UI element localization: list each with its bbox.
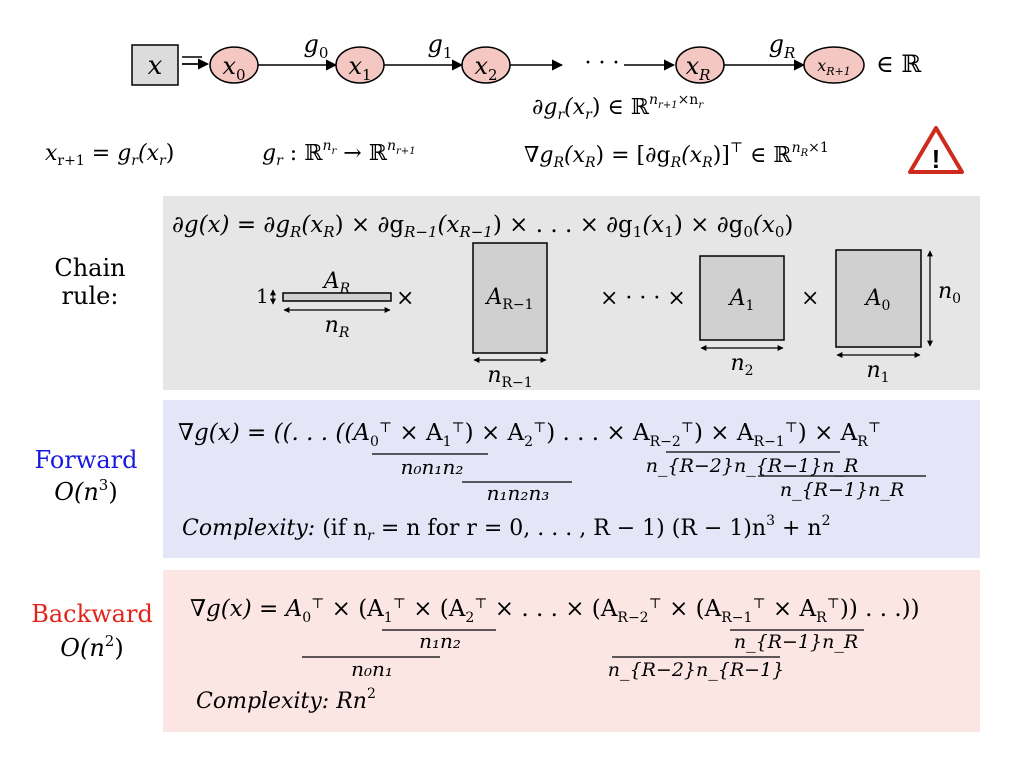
- input-box: [131, 44, 179, 86]
- svg-text:n2: n2: [730, 351, 753, 379]
- svg-text:x0: x0: [222, 52, 245, 84]
- svg-text:g1: g1: [428, 30, 453, 62]
- warning-icon: !: [908, 126, 964, 174]
- forward-brace-1-label: n₀n₁n₂: [401, 455, 464, 479]
- definitions: xr+1 = gr(xr) gr : ℝnr → ℝnr+1 ∂gr(xr) ∈…: [45, 92, 964, 174]
- edge-gR-sub: R: [783, 44, 795, 62]
- matrix-A-Rm1: [472, 242, 548, 354]
- chain-ellipsis: · · ·: [585, 51, 620, 76]
- forward-panel: Forward O(n3) ∇g(x) = ((. . . ((A0⊤ × A1…: [35, 400, 980, 558]
- backward-order: O(n2): [60, 632, 123, 662]
- width-nRm1-sub: R−1: [501, 375, 532, 391]
- backward-brace-3-label: n_{R−1}n_R: [734, 631, 858, 653]
- edge-gR-label: g: [769, 30, 784, 58]
- backward-complexity: Complexity: Rn2: [196, 686, 376, 714]
- height-n0-label: n: [938, 279, 952, 304]
- chain-rule-panel: Chain rule: ∂g(x) = ∂gR(xR) × ∂gR−1(xR−1…: [54, 196, 980, 391]
- svg-text:xR: xR: [686, 52, 711, 84]
- svg-text:n0: n0: [938, 279, 961, 307]
- node-xR-label: x: [686, 52, 700, 80]
- forward-order: O(n3): [54, 476, 117, 506]
- svg-text:A0: A0: [864, 286, 891, 314]
- backward-brace-1-label: n₁n₂: [419, 629, 461, 653]
- matrix-A-Rm1-label: A: [484, 285, 502, 310]
- svg-text:nR−1: nR−1: [487, 363, 532, 391]
- height-one-label: 1: [256, 284, 269, 308]
- gradient-def: ∇gR(xR) = [∂gR(xR)]⊤ ∈ ℝnR×1: [524, 140, 829, 171]
- width-nR-sub: R: [338, 325, 350, 341]
- svg-text:A1: A1: [728, 286, 755, 314]
- node-x0-sub: 0: [236, 66, 246, 84]
- backward-brace-2-label: n₀n₁: [351, 657, 393, 681]
- backward-label: Backward: [31, 600, 153, 628]
- times-dots: × · · · ×: [600, 286, 686, 311]
- width-n1-label: n: [866, 358, 880, 383]
- node-xR1-label: x: [817, 56, 826, 75]
- svg-text:xR+1: xR+1: [817, 56, 851, 78]
- input-label: x: [148, 51, 163, 81]
- backward-equation: ∇g(x) = A0⊤ × (A1⊤ × (A2⊤ × . . . × (AR−…: [190, 596, 920, 626]
- chain-rule-title-line1: Chain: [54, 254, 125, 282]
- forward-equation: ∇g(x) = ((. . . ((A0⊤ × A1⊤) × A2⊤) . . …: [178, 420, 881, 450]
- svg-text:nR: nR: [325, 313, 350, 341]
- matrix-A-Rm1-sub: R−1: [502, 297, 533, 313]
- chain-rule-title-line2: rule:: [62, 282, 119, 310]
- matrix-A-1-label: A: [728, 286, 746, 311]
- svg-text:n1: n1: [866, 358, 889, 386]
- forward-brace-4-label: n_{R−1}n_R: [780, 479, 904, 501]
- times-1: ×: [396, 286, 414, 311]
- node-x2-label: x: [474, 52, 488, 80]
- computation-chain: x x0 g0 x1 g1 x2 · · · xR gR xR+1 ∈ ℝ: [131, 30, 922, 86]
- node-x2-sub: 2: [488, 66, 498, 84]
- height-n0-sub: 0: [952, 291, 961, 307]
- jacobian-def: ∂gr(xr) ∈ ℝnr+1×nr: [532, 92, 704, 123]
- backward-background: [163, 570, 980, 732]
- svg-text:g0: g0: [304, 30, 329, 62]
- svg-text:x2: x2: [474, 52, 497, 84]
- map-signature: gr : ℝnr → ℝnr+1: [262, 138, 416, 169]
- node-xR-sub: R: [698, 66, 710, 84]
- node-x1-sub: 1: [362, 66, 372, 84]
- width-n2-sub: 2: [745, 363, 754, 379]
- edge-g0-label: g: [304, 30, 319, 58]
- svg-text:AR: AR: [322, 269, 351, 297]
- width-n2-label: n: [730, 351, 744, 376]
- matrix-A-1-sub: 1: [745, 298, 754, 314]
- matrix-A-0: [835, 249, 922, 348]
- in-reals: ∈ ℝ: [876, 50, 922, 78]
- width-nRm1-label: n: [487, 363, 501, 388]
- matrix-A-1: [699, 255, 785, 341]
- forward-brace-2-label: n₁n₂n₃: [487, 481, 550, 505]
- forward-background: [163, 400, 980, 558]
- node-x0-label: x: [222, 52, 236, 80]
- backward-panel: Backward O(n2) ∇g(x) = A0⊤ × (A1⊤ × (A2⊤…: [31, 570, 980, 732]
- edge-g0-sub: 0: [319, 44, 329, 62]
- node-xR1-sub: R+1: [825, 65, 851, 78]
- chain-rule-equation: ∂g(x) = ∂gR(xR) × ∂gR−1(xR−1) × . . . × …: [172, 212, 793, 241]
- width-nR-label: n: [325, 313, 339, 338]
- matrix-A-R-label: A: [322, 269, 340, 294]
- matrix-A-R: [282, 292, 392, 302]
- warning-glyph: !: [932, 144, 941, 174]
- backward-brace-4-label: n_{R−2}n_{R−1}: [608, 659, 784, 681]
- forward-complexity: Complexity: (if nr = n for r = 0, . . . …: [182, 513, 831, 544]
- times-2: ×: [801, 286, 819, 311]
- matrix-A-0-label: A: [864, 286, 882, 311]
- width-n1-sub: 1: [881, 370, 890, 386]
- forward-brace-3-label: n_{R−2}n_{R−1}n_R: [646, 455, 859, 477]
- node-x1-label: x: [348, 52, 362, 80]
- edge-g1-label: g: [428, 30, 443, 58]
- edge-g1-sub: 1: [443, 44, 453, 62]
- svg-text:gR: gR: [769, 30, 796, 62]
- node-xR1: [803, 46, 865, 84]
- matrix-A-R-sub: R: [339, 281, 351, 297]
- svg-text:x1: x1: [348, 52, 371, 84]
- matrix-A-0-sub: 0: [881, 298, 890, 314]
- svg-text:AR−1: AR−1: [484, 285, 533, 313]
- recurrence: xr+1 = gr(xr): [45, 141, 174, 169]
- forward-label: Forward: [35, 446, 138, 474]
